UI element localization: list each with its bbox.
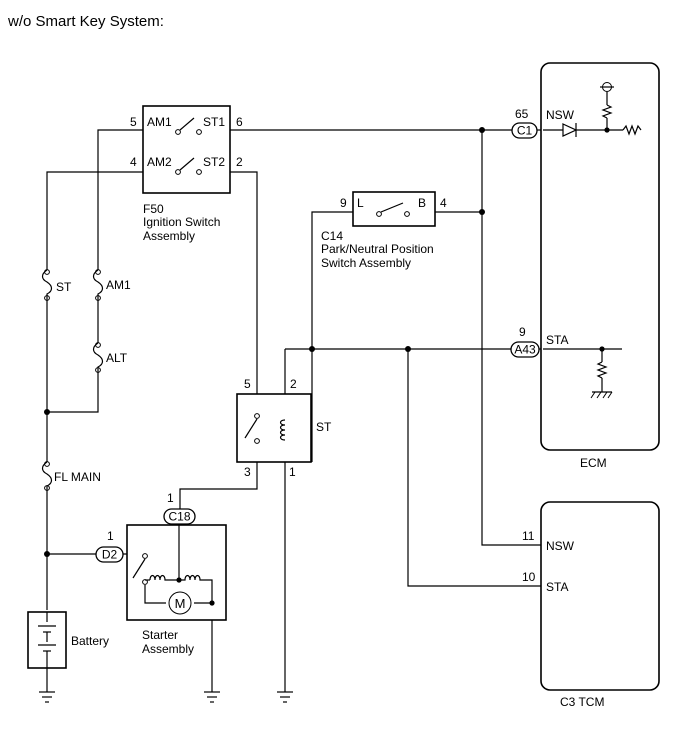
ignition-label-st1: ST1 <box>203 115 225 129</box>
starter-d2-pin: 1 <box>107 529 114 543</box>
ignition-name-line1: Ignition Switch <box>143 215 220 229</box>
starter-c18-label: C18 <box>168 510 190 524</box>
starter-motor-icon: M <box>175 596 186 611</box>
fuse-st: ST <box>41 269 72 301</box>
pn-pin-b: 4 <box>440 196 447 210</box>
pn-label-b: B <box>418 196 426 210</box>
battery-label: Battery <box>71 634 109 648</box>
pn-name-line1: Park/Neutral Position <box>321 242 434 256</box>
starter-name-line1: Starter <box>142 628 178 642</box>
ignition-label-st2: ST2 <box>203 155 225 169</box>
ignition-pin-am2: 4 <box>130 155 137 169</box>
ignition-name-line2: Assembly <box>143 229 195 243</box>
park-neutral-switch-assembly: 9 L B 4 C14 Park/Neutral Position Switch… <box>321 191 447 270</box>
ignition-label-am2: AM2 <box>147 155 172 169</box>
ecm-nsw-pin-label: NSW <box>546 108 575 122</box>
fuse-am1: AM1 <box>92 269 131 301</box>
starter-name-line2: Assembly <box>142 642 194 656</box>
pn-label-l: L <box>357 196 364 210</box>
ecm-a43-label: A43 <box>514 343 536 357</box>
junctions <box>44 127 485 557</box>
diagram-title: w/o Smart Key System: <box>7 13 164 30</box>
ecm: NSW STA ECM C1 65 A43 9 <box>510 62 660 470</box>
relay-label: ST <box>316 420 332 434</box>
ignition-code: F50 <box>143 202 164 216</box>
ecm-label: ECM <box>580 456 607 470</box>
starter-c18-pin: 1 <box>167 491 174 505</box>
ecm-c1-pin: 65 <box>515 107 529 121</box>
fuse-st-label: ST <box>56 280 72 294</box>
ecm-sta-pin-label: STA <box>546 333 568 347</box>
ecm-a43-pin: 9 <box>519 325 526 339</box>
pn-name-line2: Switch Assembly <box>321 256 411 270</box>
relay-pin-2: 2 <box>290 377 297 391</box>
fuse-alt: ALT <box>92 342 128 373</box>
ignition-pin-am1: 5 <box>130 115 137 129</box>
starter-d2-label: D2 <box>102 548 118 562</box>
fuse-alt-label: ALT <box>106 351 128 365</box>
fuse-am1-label: AM1 <box>106 278 131 292</box>
ground-battery-icon <box>39 691 55 703</box>
tcm-sta-pin: 10 <box>522 570 536 584</box>
relay-pin-3: 3 <box>244 465 251 479</box>
starter-assembly: C18 1 M D2 1 Starter Assembly <box>95 491 227 692</box>
tcm: 11 NSW 10 STA C3 TCM <box>522 501 660 709</box>
tcm-nsw-label: NSW <box>546 539 575 553</box>
tcm-nsw-pin: 11 <box>522 529 535 543</box>
battery: Battery <box>27 611 109 669</box>
ground-relay-icon <box>277 691 293 703</box>
relay-pin-1: 1 <box>289 465 296 479</box>
ignition-switch-assembly: 5 AM1 ST1 6 4 AM2 ST2 2 F50 Ignition Swi… <box>130 105 243 243</box>
wires <box>46 129 543 692</box>
ignition-pin-st1: 6 <box>236 115 243 129</box>
ecm-c1-label: C1 <box>517 124 533 138</box>
ignition-label-am1: AM1 <box>147 115 172 129</box>
fuse-fl-main: FL MAIN <box>41 461 101 491</box>
tcm-sta-label: STA <box>546 580 568 594</box>
ground-starter-icon <box>204 691 220 703</box>
ignition-pin-st2: 2 <box>236 155 243 169</box>
tcm-label: C3 TCM <box>560 695 604 709</box>
fuse-fl-main-label: FL MAIN <box>54 470 101 484</box>
pn-pin-l: 9 <box>340 196 347 210</box>
st-relay: 5 2 3 1 ST <box>236 377 332 479</box>
relay-pin-5: 5 <box>244 377 251 391</box>
pn-code: C14 <box>321 229 343 243</box>
